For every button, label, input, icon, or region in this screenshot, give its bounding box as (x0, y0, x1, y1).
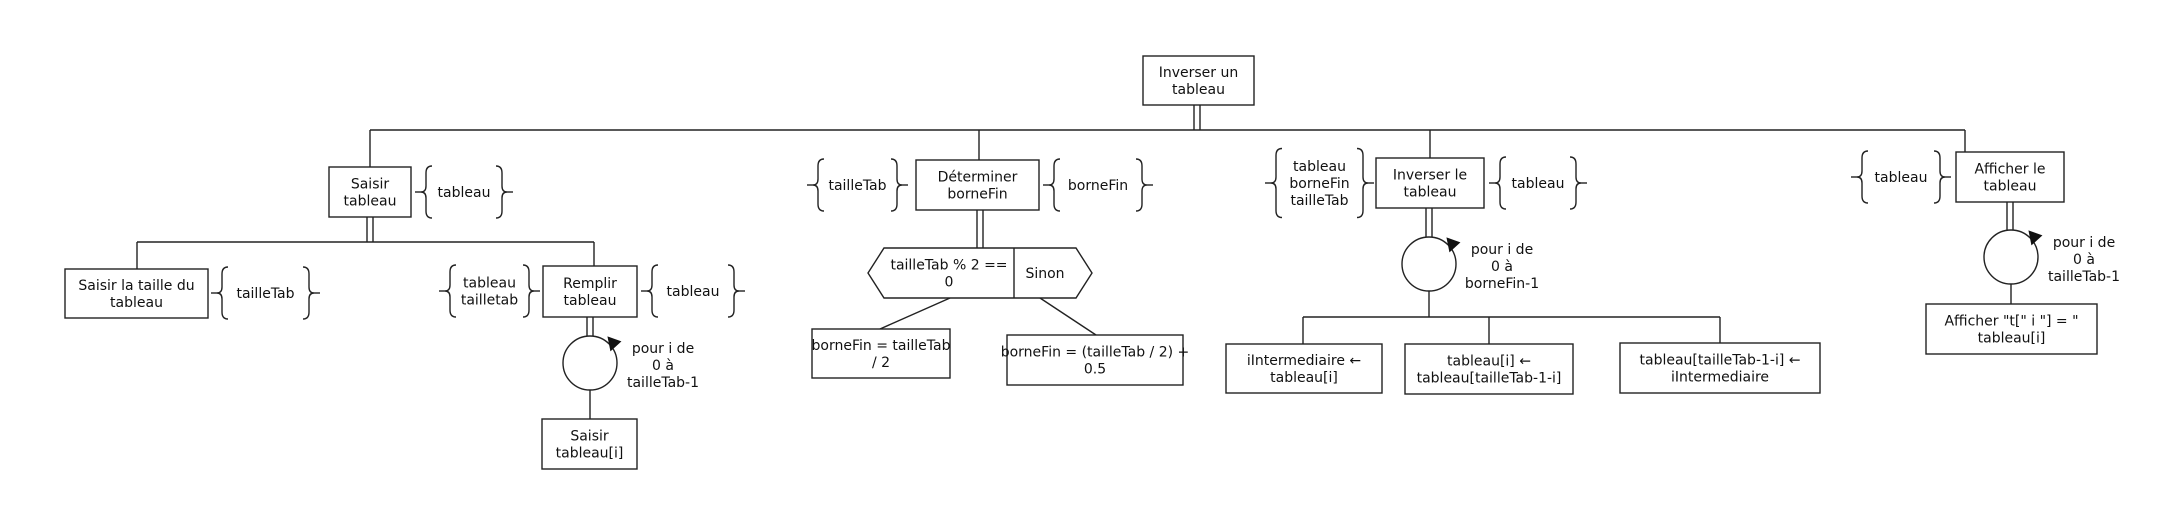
inverser-out-params-open-brace (1494, 156, 1507, 210)
bornefin-true-branch-text-line-1: / 2 (872, 355, 890, 371)
inverser-le-tableau-text-line-1: tableau (1404, 185, 1457, 201)
remplir-tableau-out-params-open-brace (646, 264, 659, 318)
inverser-step-tableau-taille-text-line-0: tableau[tailleTab-1-i] ← (1640, 353, 1801, 369)
determiner-bornefin-text-line-1: borneFin (947, 187, 1007, 203)
remplir-tableau-out-params-close-brace (727, 264, 740, 318)
saisir-taille-out-params-text-line-0: tailleTab (236, 286, 294, 302)
afficher-loop-text-line-0: pour i de (2053, 235, 2115, 251)
inverser-out-params-close-brace (1569, 156, 1582, 210)
saisir-taille-du-tableau-box (64, 268, 209, 319)
remplir-tableau-in-params-close-brace (522, 264, 535, 318)
diagram-nodes: Inverser untableauSaisirtableautableauSa… (64, 55, 2120, 470)
saisir-taille-out-params-open-brace (216, 266, 229, 320)
inverser-loop-text-line-2: borneFin-1 (1465, 276, 1539, 292)
remplir-loop-text-line-2: tailleTab-1 (627, 375, 699, 391)
bornefin-false-branch-box (1006, 334, 1184, 386)
condition-to-true (879, 297, 951, 330)
determiner-bornefin-text-line-0: Déterminer (938, 170, 1018, 186)
determiner-in-params-text-line-0: tailleTab (828, 178, 886, 194)
root-inverser-un-tableau-text-line-1: tableau (1172, 82, 1225, 98)
afficher-loop-circle (1983, 229, 2039, 285)
bornefin-true-branch-box (811, 328, 951, 379)
bornefin-true-branch-text-line-0: borneFin = tailleTab (812, 338, 951, 354)
remplir-tableau-in-params-text-line-0: tableau (463, 276, 516, 292)
afficher-loop-arrow-icon (2028, 230, 2043, 246)
saisir-tableau-i-text-line-0: Saisir (570, 429, 609, 445)
saisir-taille-du-tableau-text-line-0: Saisir la taille du (78, 278, 194, 294)
determiner-out-params-text-line-0: borneFin (1068, 178, 1128, 194)
afficher-t-i-text-line-1: tableau[i] (1978, 331, 2046, 347)
inverser-loop-text-line-1: 0 à (1491, 259, 1513, 275)
inverser-loop-text-line-0: pour i de (1471, 242, 1533, 258)
saisir-tableau-out-params-close-brace (495, 165, 508, 219)
remplir-loop-text-line-0: pour i de (632, 341, 694, 357)
inverser-in-params-open-brace (1270, 147, 1283, 219)
inverser-step-iintermediaire-text-line-0: iIntermediaire ← (1247, 353, 1361, 369)
afficher-in-params-text-line-0: tableau (1875, 170, 1928, 186)
determiner-bornefin-box (915, 159, 1040, 211)
condition-to-false (1039, 297, 1097, 336)
bornefin-false-branch-text-line-1: 0.5 (1084, 362, 1106, 378)
inverser-step-tableau-i-box (1404, 343, 1574, 395)
saisir-tableau-out-params-open-brace (420, 165, 433, 219)
inverser-step-tableau-taille-box (1619, 342, 1821, 394)
saisir-taille-out-params-close-brace (302, 266, 315, 320)
inverser-le-tableau-box (1375, 157, 1485, 209)
saisir-tableau-text-line-1: tableau (344, 194, 397, 210)
saisir-tableau-text-line-0: Saisir (351, 177, 390, 193)
connector-lines (136, 105, 2014, 419)
afficher-in-params-close-brace (1933, 150, 1946, 204)
inverser-le-tableau-text-line-0: Inverser le (1393, 168, 1467, 184)
inverser-in-params-close-brace (1356, 147, 1369, 219)
determiner-out-params-open-brace (1048, 158, 1061, 212)
remplir-loop-text-line-1: 0 à (652, 358, 674, 374)
remplir-tableau-in-params-open-brace (444, 264, 457, 318)
inverser-out-params-text-line-0: tableau (1512, 176, 1565, 192)
root-inverser-un-tableau-text-line-0: Inverser un (1159, 65, 1239, 81)
saisir-tableau-i-box (541, 418, 638, 470)
remplir-tableau-text-line-0: Remplir (563, 276, 617, 292)
inverser-step-tableau-i-text-line-0: tableau[i] ← (1447, 354, 1531, 370)
remplir-tableau-out-params-text-line-0: tableau (667, 284, 720, 300)
saisir-tableau-out-params-text-line-0: tableau (438, 185, 491, 201)
afficher-le-tableau-text-line-0: Afficher le (1974, 162, 2045, 178)
inverser-loop-circle (1401, 236, 1457, 292)
determiner-in-params-open-brace (812, 158, 825, 212)
inverser-in-params-text-line-1: borneFin (1289, 176, 1349, 192)
condition-hexagon-condition-line-0: tailleTab % 2 == (890, 258, 1007, 274)
saisir-tableau-box (328, 166, 412, 218)
root-inverser-un-tableau-box (1142, 55, 1255, 106)
afficher-loop-text-line-2: tailleTab-1 (2048, 269, 2120, 285)
condition-hexagon-else-line-0: Sinon (1025, 266, 1064, 282)
remplir-tableau-in-params-text-line-1: tailletab (461, 293, 518, 309)
afficher-in-params-open-brace (1856, 150, 1869, 204)
saisir-taille-du-tableau-text-line-1: tableau (110, 295, 163, 311)
inverser-in-params-text-line-0: tableau (1293, 159, 1346, 175)
condition-hexagon-condition-line-1: 0 (945, 275, 954, 291)
condition-hexagon-shape (867, 247, 1093, 299)
determiner-in-params-close-brace (890, 158, 903, 212)
saisir-tableau-i-text-line-1: tableau[i] (556, 446, 624, 462)
afficher-loop-text-line-1: 0 à (2073, 252, 2095, 268)
determiner-out-params-close-brace (1135, 158, 1148, 212)
remplir-loop-arrow-icon (607, 336, 622, 352)
inverser-step-tableau-i-text-line-1: tableau[tailleTab-1-i] (1417, 371, 1562, 387)
afficher-le-tableau-box (1955, 151, 2065, 203)
remplir-loop-circle (562, 335, 618, 391)
afficher-t-i-text-line-0: Afficher "t[" i "] = " (1944, 314, 2078, 330)
remplir-tableau-box (542, 265, 638, 318)
inverser-step-iintermediaire-text-line-1: tableau[i] (1270, 370, 1338, 386)
bornefin-false-branch-text-line-0: borneFin = (tailleTab / 2) + (1001, 345, 1190, 361)
inverser-step-iintermediaire-box (1225, 343, 1383, 394)
inverser-loop-arrow-icon (1446, 237, 1461, 253)
remplir-tableau-text-line-1: tableau (564, 293, 617, 309)
afficher-t-i-box (1925, 303, 2098, 355)
afficher-le-tableau-text-line-1: tableau (1984, 179, 2037, 195)
inverser-in-params-text-line-2: tailleTab (1290, 193, 1348, 209)
inverser-step-tableau-taille-text-line-1: iIntermediaire (1671, 370, 1769, 386)
